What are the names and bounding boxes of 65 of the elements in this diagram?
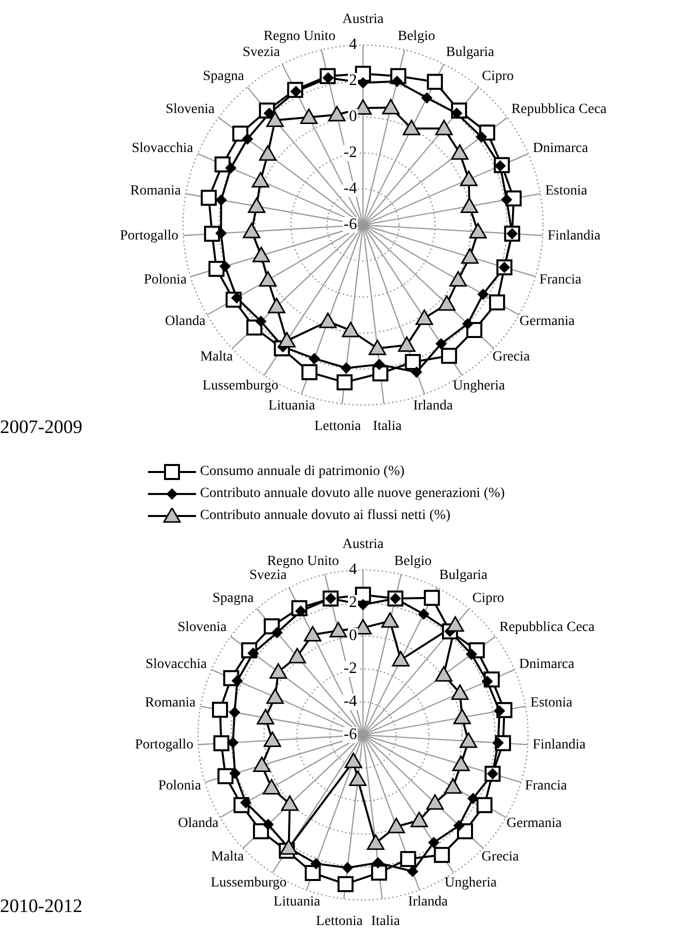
axis-label: Regno Unito (267, 554, 340, 570)
axis-label: Irlanda (413, 398, 453, 414)
axis-label: Dnimarca (519, 656, 574, 672)
legend-text: Consumo annuale di patrimonio (%) (200, 464, 405, 480)
axis-label: Slovenia (166, 102, 215, 118)
axis-label: Malta (200, 349, 233, 366)
axis-label: Lettonia (314, 418, 361, 435)
axis-label: Portogallo (134, 737, 194, 754)
tick-label: -4 (342, 694, 358, 710)
axis-label: Dnimarca (532, 140, 588, 157)
axis-label: Polonia (144, 272, 187, 288)
axis-label: Regno Unito (264, 29, 336, 46)
axis-label: Cipro (472, 590, 504, 607)
axis-label: Finlandia (532, 737, 586, 754)
axis-label: Belgio (394, 554, 432, 570)
axis-label: Polonia (158, 778, 202, 794)
axis-label: Belgio (398, 29, 436, 46)
axis-label: Lussemburgo (202, 378, 278, 394)
axis-label: Germania (520, 314, 575, 330)
tick-label: -4 (342, 181, 358, 197)
axis-label: Ungheria (444, 876, 497, 892)
axis-label: Lussemburgo (210, 876, 287, 892)
tick-label: -2 (342, 145, 358, 161)
axis-label: Spagna (202, 69, 244, 86)
axis-label: Olanda (165, 314, 206, 330)
axis-label: Italia (371, 914, 400, 930)
tick-label: -6 (342, 217, 358, 233)
axis-label: Finlandia (548, 228, 601, 244)
axis-label: Olanda (178, 816, 218, 832)
axis-label: Romania (130, 183, 181, 200)
axis-label: Francia (539, 272, 582, 288)
axis-label: Malta (211, 849, 244, 866)
axis-label: Lettonia (316, 914, 363, 930)
legend-text: Contributo annuale dovuto ai flussi netti (%) (200, 508, 450, 524)
axis-label: Bulgaria (439, 568, 488, 584)
axis-label: Slovacchia (132, 140, 194, 157)
axis-label: Repubblica Ceca (499, 620, 595, 637)
axis-label: Lituania (274, 894, 320, 910)
axis-label: Irlanda (408, 894, 448, 910)
axis-label: Repubblica Ceca (511, 102, 607, 118)
axis-label: Austria (342, 537, 384, 553)
axis-label: Estonia (530, 696, 572, 712)
axis-label: Bulgaria (446, 44, 494, 61)
tick-label: -2 (342, 661, 358, 677)
axis-label: Francia (524, 778, 567, 794)
axis-label: Estonia (545, 183, 588, 200)
axis-label: Ungheria (452, 378, 506, 394)
axis-label: Germania (506, 816, 562, 832)
axis-label: Austria (342, 12, 384, 28)
tick-label: -6 (342, 727, 358, 743)
axis-label: Svezia (249, 568, 287, 584)
axis-label: Grecia (492, 349, 530, 366)
axis-label: Italia (372, 418, 402, 435)
axis-label: Slovenia (178, 620, 227, 637)
axis-label: Cipro (482, 69, 514, 86)
axis-label: Grecia (482, 849, 519, 866)
axis-label: Romania (145, 696, 196, 712)
chart-title: 2007-2009 (0, 418, 82, 438)
axis-label: Spagna (212, 590, 254, 607)
axis-label: Lituania (268, 398, 316, 414)
legend-text: Contributo annuale dovuto alle nuove generazioni (%) (200, 486, 505, 502)
axis-label: Svezia (242, 44, 280, 61)
axis-label: Portogallo (120, 228, 178, 244)
axis-label: Slovacchia (145, 656, 207, 672)
chart-title: 2010-2012 (0, 897, 82, 917)
